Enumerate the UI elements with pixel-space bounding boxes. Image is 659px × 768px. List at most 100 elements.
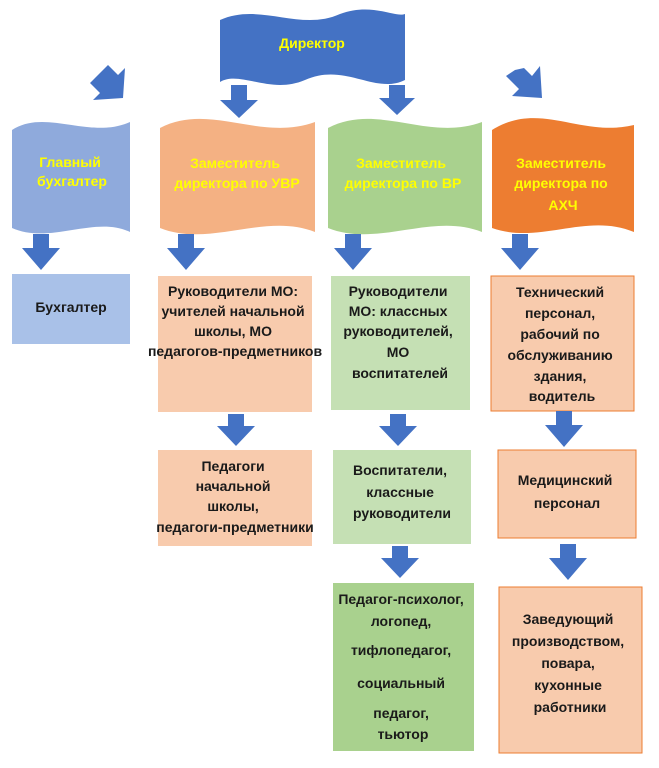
arrow-to-chief-accountant [90,65,125,100]
svg-text:Педагоги начальной: Педагоги начальной школы, педагоги-предм… [156,458,313,535]
deputy-vr-node: Заместитель директора по ВР [328,118,482,235]
svg-text:Заместитель директора по: Заместитель директора по ВР [345,155,462,191]
vr-mo-heads-line4: МО [387,344,410,360]
deputy-vr-line1: Заместитель [356,155,446,171]
ahch-medical-box [497,449,637,539]
ahch-kitchen-line2: производством, [512,633,624,649]
deputy-uvr-banner [160,118,315,235]
svg-text:Заведующий производством: Заведующий производством, повара, кухонн… [512,611,628,715]
director-label: Директор [279,35,345,51]
ahch-tech-staff-line3: рабочий по [520,326,599,342]
deputy-ahch-line3: АХЧ [548,197,577,213]
uvr-mo-heads-line2: учителей начальной [162,303,305,319]
accountant-box [12,274,130,344]
chief-accountant-banner [12,121,130,234]
arrow-to-vr [379,85,415,115]
director-arrows [90,65,542,118]
accountant-label: Бухгалтер [35,299,106,315]
vr-mo-heads-line2: МО: классных [349,303,448,319]
arrow-uvr-mo-to-teachers [217,414,255,446]
deputy-vr-banner [328,118,482,235]
ahch-tech-staff-node: Технический персонал, рабочий по обслужи… [490,275,635,412]
arrow-vr-down [334,234,372,270]
vr-educators-box [333,450,471,544]
ahch-medical-node: Медицинский персонал [497,449,637,539]
vr-specialists-line4: социальный [357,675,445,691]
svg-text:Воспитатели, классные: Воспитатели, классные руководители [353,462,451,521]
arrow-ahch-medical-to-kitchen [549,544,587,580]
ahch-tech-staff-box [490,275,635,412]
arrow-uvr-down [167,234,205,270]
deputy-ahch-line2: директора по [514,175,607,191]
svg-text:Главный бухгалтер: Главный бухгалтер [37,154,107,189]
deputy-uvr-line1: Заместитель [190,155,280,171]
vr-specialists-line6: тьютор [378,726,429,742]
deputy-uvr-line2: директора по УВР [174,175,299,191]
uvr-mo-heads-line3: школы, МО [194,323,272,339]
deputy-uvr-node: Заместитель директора по УВР [160,118,315,235]
uvr-teachers-node: Педагоги начальной школы, педагоги-предм… [156,450,314,546]
ahch-medical-line2: персонал [534,495,600,511]
ahch-medical-line1: Медицинский [518,472,613,488]
deputy-ahch-node: Заместитель директора по АХЧ [492,118,634,234]
vr-specialists-line1: Педагог-психолог, [338,591,463,607]
svg-text:Технический персонал,: Технический персонал, рабочий по обслужи… [507,284,616,404]
deputy-vr-line2: директора по ВР [345,175,462,191]
ahch-kitchen-line5: работники [534,699,607,715]
arrow-vr-educators-to-specialists [381,546,419,578]
chief-accountant-line1: Главный [39,154,101,170]
arrow-chief-to-accountant [22,234,60,270]
vr-mo-heads-line5: воспитателей [352,365,448,381]
ahch-kitchen-node: Заведующий производством, повара, кухонн… [498,586,643,754]
ahch-tech-staff-line5: здания, [534,368,587,384]
uvr-teachers-line2: начальной [196,478,271,494]
vr-mo-heads-box [331,276,470,410]
uvr-mo-heads-box [158,276,312,412]
chief-accountant-node: Главный бухгалтер [12,121,130,234]
ahch-kitchen-line3: повара, [541,655,594,671]
vr-mo-heads-line3: руководителей, [343,323,452,339]
ahch-tech-staff-line1: Технический [516,284,604,300]
ahch-kitchen-box [498,586,643,754]
vr-mo-heads-line1: Руководители [349,283,448,299]
vr-educators-line3: руководители [353,505,451,521]
arrow-ahch-down [501,234,539,270]
uvr-teachers-line4: педагоги-предметники [156,519,313,535]
uvr-teachers-box [158,450,312,546]
vr-educators-node: Воспитатели, классные руководители [333,450,471,544]
vr-specialists-node: Педагог-психолог, логопед, тифлопедагог,… [333,583,474,751]
ahch-tech-staff-line4: обслуживанию [507,347,612,363]
arrow-to-uvr [220,85,258,118]
vr-educators-line2: классные [366,484,434,500]
uvr-mo-heads-line4: педагогов-предметников [148,343,323,359]
svg-text:Заместитель директора по: Заместитель директора по УВР [174,155,299,191]
uvr-teachers-line3: школы, [207,498,258,514]
vr-specialists-line5: педагог, [373,705,429,721]
svg-text:Педагог-психолог, логопе: Педагог-психолог, логопед, тифлопедагог,… [338,591,467,742]
ahch-tech-staff-line6: водитель [529,388,596,404]
accountant-node: Бухгалтер [12,274,130,344]
director-node: Директор [220,9,405,85]
svg-text:Медицинский персонал: Медицинский персонал [518,472,617,511]
director-banner [220,9,405,85]
uvr-teachers-line1: Педагоги [201,458,264,474]
svg-text:Руководители МО: учителе: Руководители МО: учителей начальной школ… [148,283,323,359]
deputy-ahch-banner [492,118,634,234]
deputy-ahch-line1: Заместитель [516,155,606,171]
svg-text:Заместитель директора: Заместитель директора по АХЧ [514,155,611,213]
vr-specialists-box [333,583,474,751]
vr-mo-heads-node: Руководители МО: классных руководителей,… [331,276,470,410]
arrow-vr-mo-to-educators [379,414,417,446]
vr-specialists-line2: логопед, [371,613,431,629]
deputy-arrows [22,234,539,270]
arrow-to-ahch [506,66,542,98]
arrow-ahch-tech-to-medical [545,411,583,447]
svg-text:Руководители МО: классны: Руководители МО: классных руководителей,… [343,283,456,381]
uvr-mo-heads-line1: Руководители МО: [168,283,298,299]
ahch-kitchen-line1: Заведующий [523,611,614,627]
vr-educators-line1: Воспитатели, [353,462,447,478]
uvr-mo-heads-node: Руководители МО: учителей начальной школ… [148,276,323,412]
vr-specialists-line3: тифлопедагог, [351,642,451,658]
chief-accountant-line2: бухгалтер [37,173,107,189]
